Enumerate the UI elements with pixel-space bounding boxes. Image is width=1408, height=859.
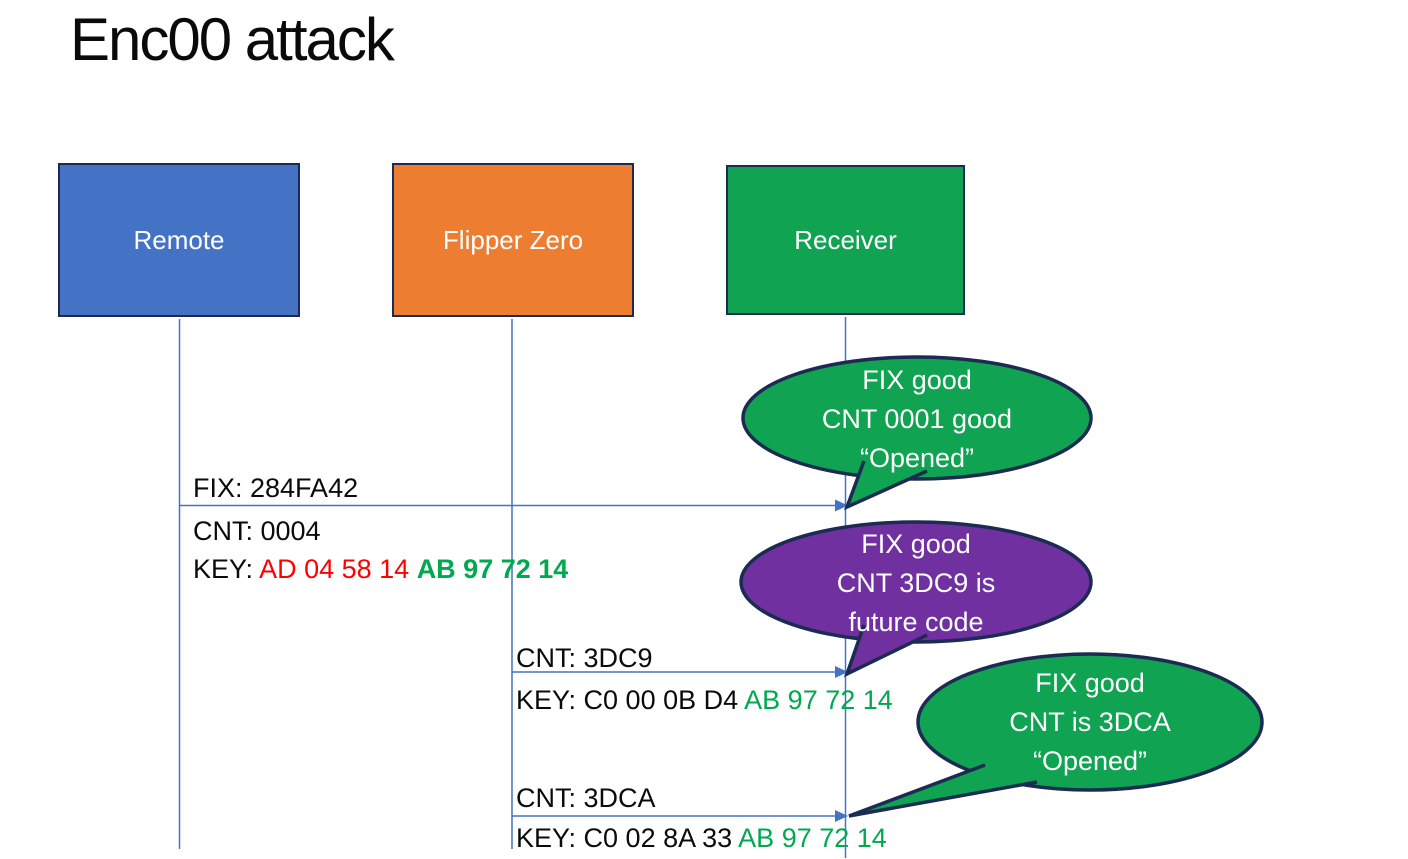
actor-box-flipper-zero: Flipper Zero: [392, 163, 634, 317]
callout-tail: [843, 460, 928, 511]
callout-tail: [848, 763, 1038, 818]
arrowhead-icon: [835, 499, 848, 512]
message-2-key: KEY: C0 00 0B D4 AB 97 72 14: [516, 684, 893, 716]
message-1-fix: FIX: 284FA42: [193, 473, 359, 503]
callout-line: “Opened”: [859, 442, 975, 473]
actor-label: Receiver: [794, 224, 897, 255]
actor-label: Remote: [133, 224, 225, 255]
callout-bubble-opened-2: [848, 652, 1264, 818]
callout-line: FIX good: [1035, 667, 1145, 698]
arrowhead-icon: [835, 666, 848, 678]
key-fixed-bytes: AB 97 72 14: [738, 823, 887, 853]
key-fixed-bytes: AB 97 72 14: [744, 685, 893, 715]
message-2-cnt: CNT: 3DC9: [516, 643, 653, 673]
page-title: Enc00 attack: [70, 6, 395, 73]
callout-line: CNT 3DC9 is: [836, 567, 996, 598]
key-prefix: KEY: C0 00 0B D4: [516, 685, 745, 715]
callout-ellipse: [741, 355, 1093, 481]
callout-line: future code: [848, 606, 984, 637]
callout-line: CNT 0001 good: [821, 403, 1013, 434]
callout-line: “Opened”: [1032, 745, 1148, 776]
callout-1-text: FIX good CNT 0001 good “Opened”: [743, 357, 1091, 481]
arrowhead-icon: [835, 810, 848, 822]
callout-line: FIX good: [862, 364, 972, 395]
message-1-cnt: CNT: 0004: [193, 516, 321, 546]
actor-box-remote: Remote: [58, 163, 300, 317]
callout-line: CNT is 3DCA: [1009, 706, 1171, 737]
message-3-key: KEY: C0 02 8A 33 AB 97 72 14: [516, 822, 887, 854]
actor-box-receiver: Receiver: [726, 165, 965, 315]
key-changing-bytes: AD 04 58 14: [259, 554, 417, 584]
callout-bubble-future-code: [739, 520, 1093, 678]
callout-tail: [843, 624, 928, 678]
callout-line: FIX good: [861, 528, 971, 559]
actor-label: Flipper Zero: [442, 224, 584, 255]
key-fixed-bytes: AB 97 72 14: [416, 554, 569, 584]
callout-ellipse: [916, 652, 1264, 792]
message-3-cnt: CNT: 3DCA: [516, 783, 656, 813]
message-1-key: KEY: AD 04 58 14 AB 97 72 14: [193, 553, 568, 585]
key-prefix: KEY: C0 02 8A 33: [516, 823, 739, 853]
callout-bubble-opened-1: [741, 355, 1093, 511]
callout-3-text: FIX good CNT is 3DCA “Opened”: [918, 654, 1262, 790]
key-prefix: KEY:: [193, 554, 260, 584]
callout-2-text: FIX good CNT 3DC9 is future code: [741, 522, 1091, 644]
